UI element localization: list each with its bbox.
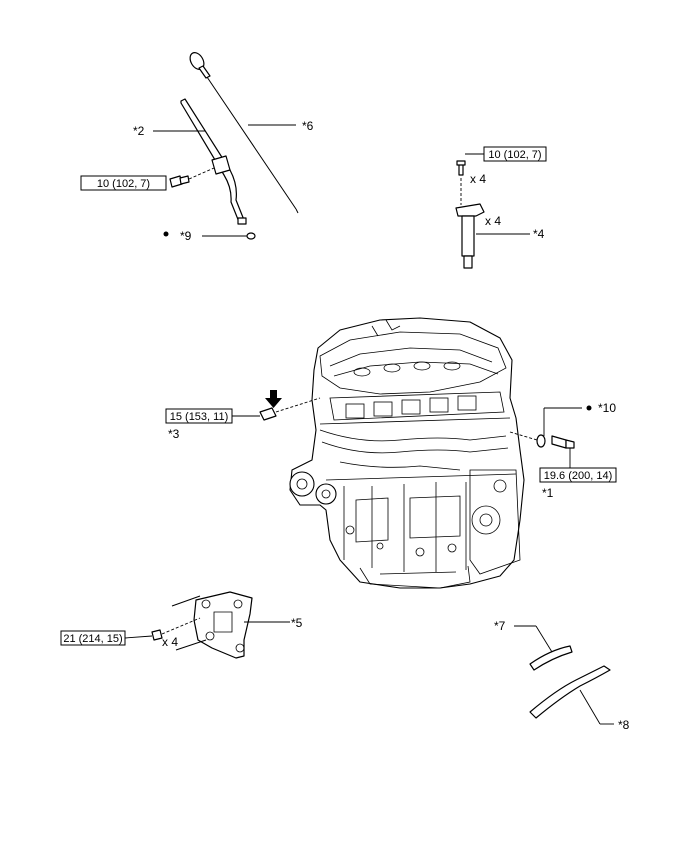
torque-box-guide [80, 175, 167, 191]
bracket-bolt-qty: x 4 [162, 635, 178, 649]
torque-guide-text: 10 (102, 7) [97, 178, 150, 190]
engine-bracket [151, 591, 290, 659]
right-sensor [509, 405, 592, 468]
callout-6: *6 [302, 119, 314, 133]
callout-8: *8 [618, 718, 630, 732]
oil-dipstick [189, 52, 299, 214]
callout-5: *5 [291, 616, 303, 630]
ignition-coil [455, 160, 530, 269]
dipstick-guide [180, 98, 247, 225]
torque-left-sensor-text: 15 (153, 11) [170, 411, 229, 423]
torque-box-left-sensor [165, 408, 233, 424]
callout-7: *7 [494, 619, 506, 633]
callout-3: *3 [168, 427, 180, 441]
torque-box-right-sensor [539, 467, 617, 483]
o-ring-9 [163, 231, 256, 240]
callout-9: *9 [180, 229, 192, 243]
callout-10: *10 [598, 401, 616, 415]
engine-assembly [289, 317, 525, 589]
torque-right-sensor-text: 19.6 (200, 14) [544, 470, 613, 482]
coil-bolt-qty: x 4 [470, 172, 486, 186]
hose-8 [529, 665, 614, 725]
torque-coil-text: 10 (102, 7) [488, 149, 541, 161]
torque-bracket-text: 21 (214, 15) [63, 633, 122, 645]
callout-1: *1 [542, 486, 554, 500]
guide-bolt [169, 167, 215, 188]
coil-qty: x 4 [485, 214, 501, 228]
hose-7 [514, 625, 573, 671]
left-sensor [232, 390, 321, 421]
callout-2: *2 [133, 124, 145, 138]
callout-4: *4 [533, 227, 545, 241]
